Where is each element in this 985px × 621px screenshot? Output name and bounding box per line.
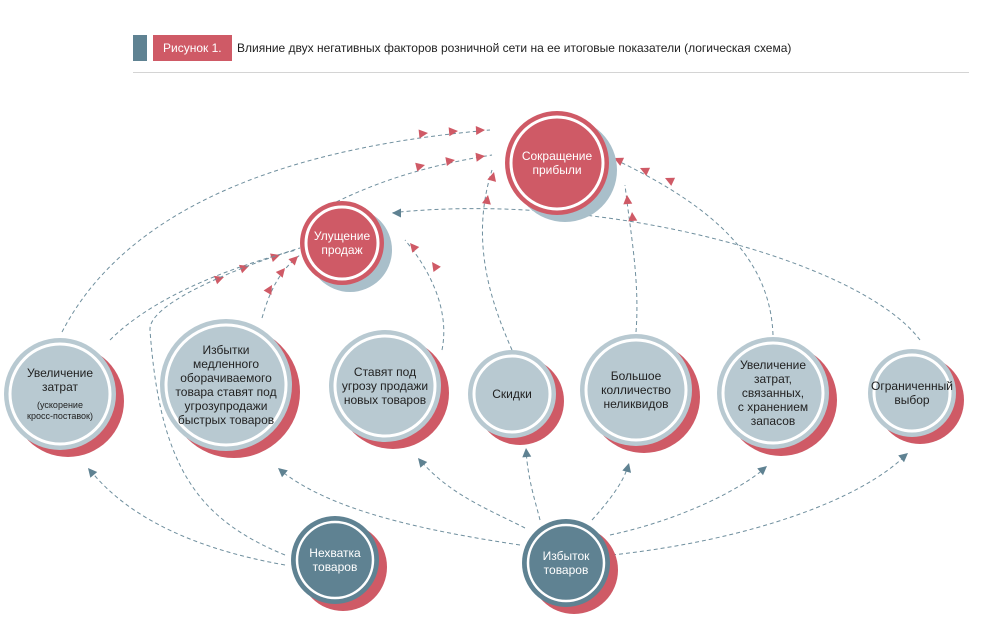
storage-node: [717, 337, 837, 456]
shortage-node: [291, 516, 387, 611]
figure-number: Рисунок 1.: [153, 35, 232, 61]
storage-profit-arrow-2: [614, 157, 625, 166]
choice-node: [868, 349, 964, 444]
connector-surplus-storage: [609, 467, 766, 536]
slow-sales-arrow-0: [263, 285, 272, 296]
connector-costs-profit: [61, 129, 491, 333]
shortage-costs-arrow: [88, 468, 98, 478]
connector-shortage-costs: [89, 469, 286, 566]
surplus-illiquid-arrow: [622, 463, 632, 473]
connector-surplus-illiquid: [591, 464, 629, 521]
connector-storage-profit: [611, 157, 774, 336]
sales-profit-arrow-2: [475, 152, 485, 162]
costs-profit-arrow-0: [418, 129, 428, 139]
surplus-storage-arrow: [757, 466, 767, 476]
connector-surplus-slow: [279, 469, 521, 546]
profit-node: [505, 111, 617, 222]
costs-profit-arrow-1: [448, 127, 458, 137]
newgoods-sales-arrow-0: [432, 262, 441, 272]
surplus-choice-arrow: [898, 453, 908, 463]
connector-slow-sales: [261, 254, 301, 319]
illiquid-node: [580, 334, 700, 453]
connector-surplus-newgoods: [419, 459, 526, 529]
slow-node: [160, 319, 300, 458]
costs-profit-arrow-2: [475, 125, 485, 135]
header-divider: [133, 72, 969, 73]
discounts-profit-arrow-0: [482, 195, 491, 205]
slow-sales-arrow-2: [288, 256, 298, 266]
sales-node: [300, 201, 392, 292]
connector-surplus-discounts: [525, 449, 541, 521]
newgoods-node: [329, 330, 449, 449]
nodes: [4, 111, 964, 614]
surplus-node: [522, 519, 618, 614]
slow-sales-arrow-1: [275, 268, 285, 278]
storage-profit-arrow-1: [640, 167, 651, 176]
illiquid-profit-arrow-1: [623, 195, 633, 205]
discounts-node: [468, 350, 564, 445]
connector-discounts-profit: [481, 169, 513, 351]
newgoods-sales-arrow-1: [410, 243, 420, 253]
storage-profit-arrow-0: [665, 177, 676, 186]
surplus-slow-arrow: [278, 468, 288, 478]
connector-newgoods-sales: [404, 239, 445, 351]
connector-illiquid-profit: [624, 184, 638, 333]
costs-sales-arrow-0: [214, 275, 224, 285]
costs-sales-arrow-1: [239, 264, 249, 274]
surplus-discounts-arrow: [522, 448, 532, 458]
surplus-newgoods-arrow: [418, 458, 428, 468]
costs-node: [4, 338, 124, 457]
connector-choice-sales: [389, 208, 921, 341]
connector-surplus-choice: [611, 454, 907, 556]
connector-costs-sales: [109, 249, 297, 341]
figure-title: Влияние двух негативных факторов розничн…: [237, 41, 792, 55]
sales-profit-arrow-0: [415, 162, 425, 172]
costs-sales-arrow-2: [270, 253, 280, 263]
discounts-profit-arrow-1: [487, 172, 497, 182]
header-accent-block: [133, 35, 147, 61]
sales-profit-arrow-1: [445, 157, 455, 166]
connector-sales-profit: [329, 154, 493, 206]
connectors: [61, 125, 921, 566]
choice-sales-arrow: [392, 208, 401, 218]
illiquid-profit-arrow-0: [628, 212, 638, 222]
